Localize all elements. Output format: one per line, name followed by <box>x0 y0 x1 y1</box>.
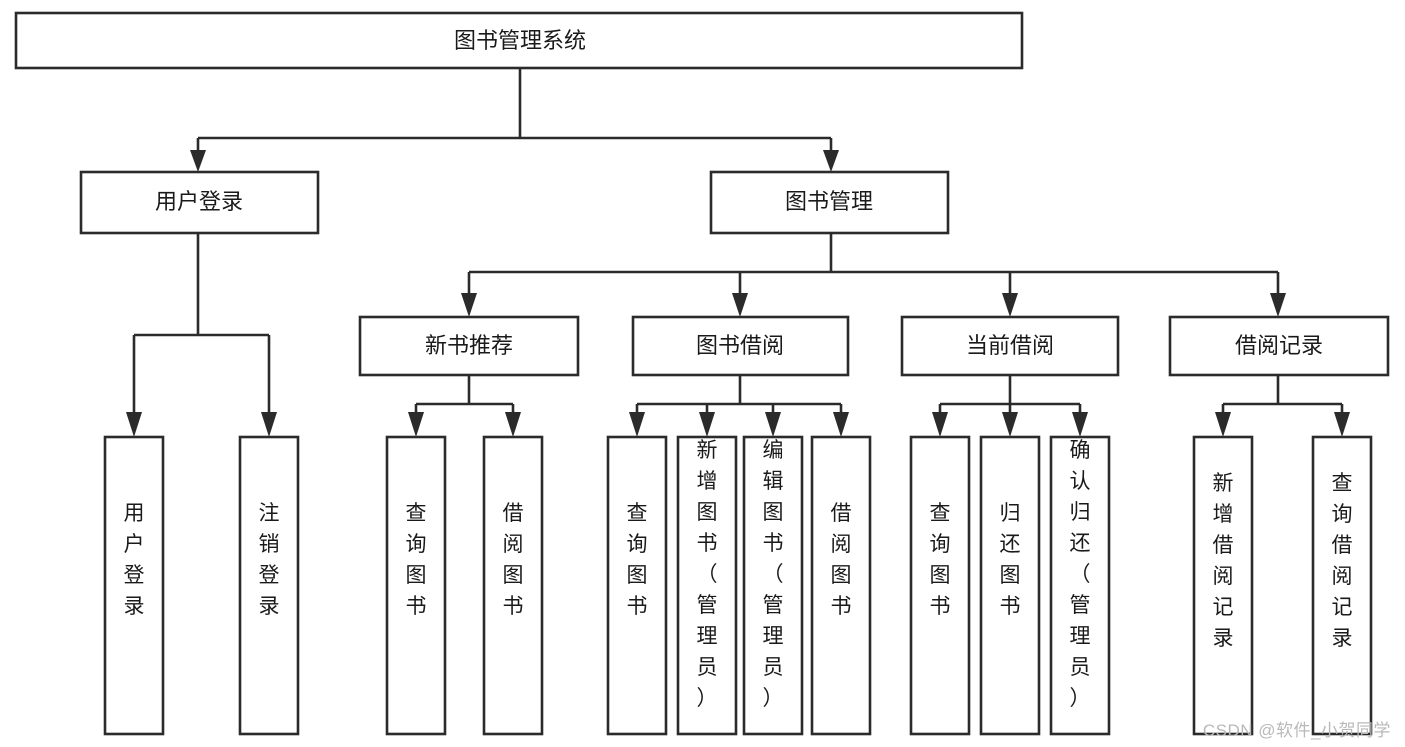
node-current-borrow[interactable]: 当前借阅 <box>900 315 1120 377</box>
node-leaf-user-logout-box[interactable] <box>238 435 300 736</box>
node-book-manage[interactable]: 图书管理 <box>709 170 950 235</box>
node-leaf-query-record[interactable]: 查询借阅记录 <box>1311 435 1373 736</box>
node-user-login-box[interactable] <box>79 170 320 235</box>
arrowhead-leaf-edit-book <box>765 412 781 437</box>
node-leaf-user-login-label: 用户登录 <box>124 502 145 618</box>
arrowhead-leaf-query-book-2 <box>629 412 645 437</box>
node-leaf-confirm-return[interactable]: 确认归还（管理员） <box>1049 435 1111 736</box>
node-leaf-add-record-box[interactable] <box>1192 435 1254 736</box>
node-current-borrow-box[interactable] <box>900 315 1120 377</box>
arrowhead-leaf-borrow-book-2 <box>833 412 849 437</box>
node-leaf-query-book-3-label: 查询图书 <box>930 502 951 618</box>
node-borrow-record-label: 借阅记录 <box>1235 333 1323 358</box>
arrowhead-borrow-record <box>1270 293 1286 317</box>
arrowhead-user-login <box>190 150 206 172</box>
node-leaf-return-book-label: 归还图书 <box>1000 502 1021 618</box>
node-new-book-rec-label: 新书推荐 <box>425 333 513 358</box>
arrowhead-leaf-confirm-return <box>1072 412 1088 437</box>
node-book-borrow-box[interactable] <box>631 315 850 377</box>
node-leaf-borrow-book-1[interactable]: 借阅图书 <box>482 435 544 736</box>
connector-group-root <box>190 68 839 172</box>
node-new-book-rec-box[interactable] <box>358 315 580 377</box>
connector-group-book-manage <box>461 233 1286 317</box>
node-leaf-user-login[interactable]: 用户登录 <box>103 435 165 736</box>
node-root[interactable]: 图书管理系统 <box>14 11 1024 70</box>
node-leaf-add-record[interactable]: 新增借阅记录 <box>1192 435 1254 736</box>
connector-group-borrow-record <box>1215 375 1350 437</box>
node-book-manage-label: 图书管理 <box>785 189 873 214</box>
node-user-login-label: 用户登录 <box>155 189 243 214</box>
node-new-book-rec[interactable]: 新书推荐 <box>358 315 580 377</box>
node-leaf-query-book-1-label: 查询图书 <box>406 502 427 618</box>
node-leaf-query-record-box[interactable] <box>1311 435 1373 736</box>
node-borrow-record[interactable]: 借阅记录 <box>1168 315 1390 377</box>
node-leaf-borrow-book-1-box[interactable] <box>482 435 544 736</box>
arrowhead-new-book-rec <box>461 293 477 317</box>
node-leaf-query-book-2[interactable]: 查询图书 <box>606 435 668 736</box>
watermark-text: CSDN @软件_小贺同学 <box>1202 721 1391 740</box>
arrowhead-leaf-add-book <box>699 412 715 437</box>
node-leaf-return-book[interactable]: 归还图书 <box>979 435 1041 736</box>
connector-group-current-borrow <box>932 375 1088 437</box>
arrowhead-leaf-query-book-1 <box>408 412 424 437</box>
node-leaf-query-book-2-box[interactable] <box>606 435 668 736</box>
connector-group-user-login <box>126 233 277 437</box>
node-leaf-query-book-1-box[interactable] <box>385 435 447 736</box>
node-leaf-user-login-box[interactable] <box>103 435 165 736</box>
node-user-login[interactable]: 用户登录 <box>79 170 320 235</box>
node-leaf-query-book-3[interactable]: 查询图书 <box>909 435 971 736</box>
node-leaf-confirm-return-label: 确认归还（管理员） <box>1070 439 1091 710</box>
node-leaf-borrow-book-2-box[interactable] <box>810 435 872 736</box>
node-leaf-query-record-label: 查询借阅记录 <box>1332 472 1353 650</box>
arrowhead-leaf-query-book-3 <box>932 412 948 437</box>
node-leaf-add-book-label: 新增图书（管理员） <box>697 439 718 710</box>
arrowhead-current-borrow <box>1002 293 1018 317</box>
node-root-box[interactable] <box>14 11 1024 70</box>
node-leaf-query-book-2-label: 查询图书 <box>627 502 648 618</box>
node-leaf-user-logout[interactable]: 注销登录 <box>238 435 300 736</box>
node-leaf-borrow-book-2-label: 借阅图书 <box>831 502 852 618</box>
node-book-manage-box[interactable] <box>709 170 950 235</box>
arrowhead-leaf-return-book <box>1002 412 1018 437</box>
node-book-borrow[interactable]: 图书借阅 <box>631 315 850 377</box>
arrowhead-leaf-user-login <box>126 412 142 437</box>
node-current-borrow-label: 当前借阅 <box>966 333 1054 358</box>
node-leaf-return-book-box[interactable] <box>979 435 1041 736</box>
node-root-label: 图书管理系统 <box>454 28 586 53</box>
arrowhead-leaf-add-record <box>1215 412 1231 437</box>
node-book-borrow-label: 图书借阅 <box>696 333 784 358</box>
arrowhead-leaf-borrow-book-1 <box>505 412 521 437</box>
node-leaf-edit-book[interactable]: 编辑图书（管理员） <box>742 435 804 736</box>
node-leaf-add-book-box[interactable] <box>676 435 738 736</box>
node-leaf-add-record-label: 新增借阅记录 <box>1213 472 1234 650</box>
node-leaf-query-book-3-box[interactable] <box>909 435 971 736</box>
arrowhead-book-borrow <box>732 293 748 317</box>
node-leaf-borrow-book-1-label: 借阅图书 <box>503 502 524 618</box>
connector-group-new-book-rec <box>408 375 521 437</box>
node-leaf-query-book-1[interactable]: 查询图书 <box>385 435 447 736</box>
node-leaf-edit-book-box[interactable] <box>742 435 804 736</box>
node-leaf-borrow-book-2[interactable]: 借阅图书 <box>810 435 872 736</box>
arrowhead-leaf-user-logout <box>261 412 277 437</box>
connector-group-book-borrow <box>629 375 849 437</box>
node-borrow-record-box[interactable] <box>1168 315 1390 377</box>
node-leaf-edit-book-label: 编辑图书（管理员） <box>763 439 784 710</box>
node-leaf-confirm-return-box[interactable] <box>1049 435 1111 736</box>
node-leaf-add-book[interactable]: 新增图书（管理员） <box>676 435 738 736</box>
arrowhead-leaf-query-record <box>1334 412 1350 437</box>
node-leaf-user-logout-label: 注销登录 <box>259 502 280 618</box>
arrowhead-book-manage <box>823 150 839 172</box>
